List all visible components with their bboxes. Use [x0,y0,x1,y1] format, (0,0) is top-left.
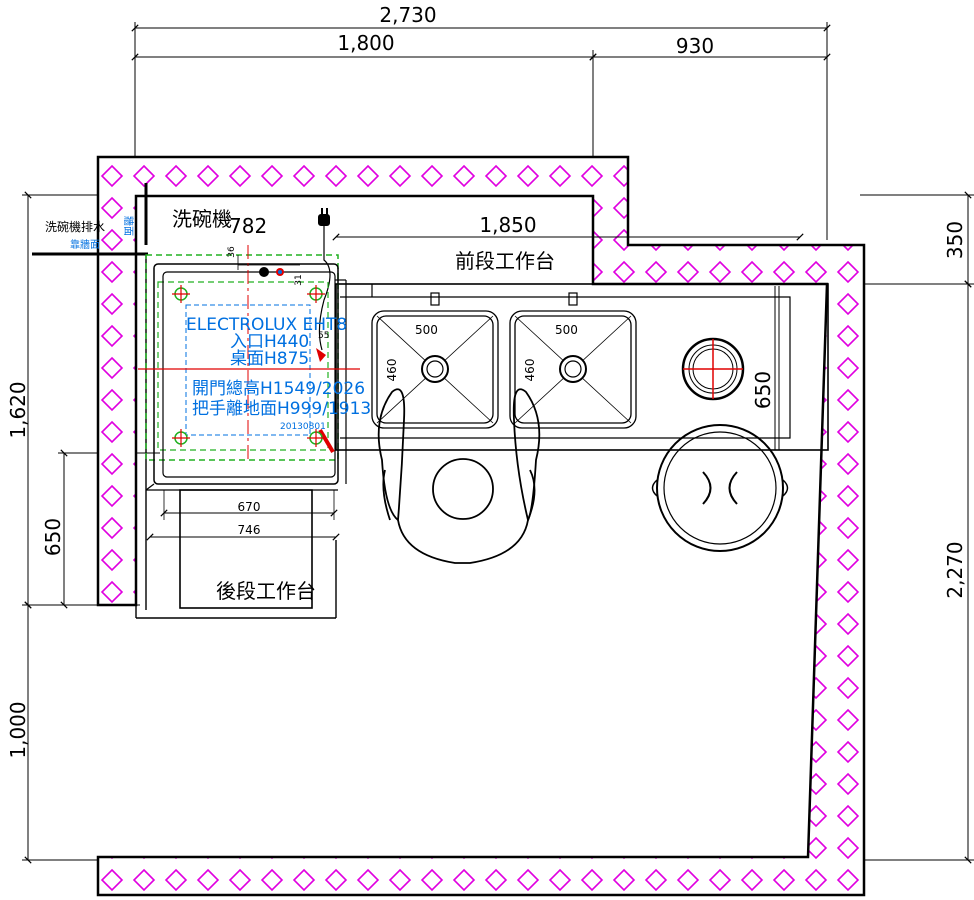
dim-front-table-depth: 650 [751,371,775,409]
dim-right-lower-height: 2,270 [943,541,967,598]
corner-markers [172,285,325,447]
spec-handle-height: 把手離地面H999/1913 [192,399,371,419]
dim-sink1-depth: 460 [385,359,399,382]
spec-door-height: 開門總高H1549/2026 [192,379,365,399]
dim-lower-left-height: 1,000 [6,701,30,758]
dim-left-width: 1,800 [337,31,394,55]
stock-pot-icon [651,424,789,552]
dim-sink2-depth: 460 [523,359,537,382]
wall-note: 牆面 [122,216,135,236]
dim-dishwasher-width: 782 [229,214,267,238]
front-work-table [332,233,829,451]
dim-small-31: 31 [294,274,304,285]
dim-small-36: 36 [227,246,237,258]
dim-back-table-outer: 746 [238,523,261,537]
dim-total-width: 2,730 [379,3,436,27]
dishwasher-unit [138,245,360,491]
dim-small-55: 55 [318,331,329,341]
counter-outline [135,255,337,619]
top-dimensions [131,22,831,240]
sink-1 [371,292,499,429]
front-table-label: 前段工作台 [455,249,555,273]
dim-right-upper-height: 350 [943,221,967,259]
right-dimensions [840,191,974,864]
spec-model: ELECTROLUX EHT8 [186,315,347,335]
back-table-label: 後段工作台 [216,579,316,603]
spec-date: 20130801 [280,422,326,432]
dim-sink2-width: 500 [555,323,578,337]
dim-sink1-width: 500 [415,323,438,337]
left-dimensions [22,191,160,864]
back-work-table [146,489,340,609]
spec-inlet: 入口H440 [230,332,309,352]
water-connection-icon [237,255,326,362]
dim-front-table-width: 1,850 [479,213,536,237]
person-figure-icon [377,388,541,564]
dishwasher-label: 洗碗機 [172,207,232,231]
drain-note-sub: 靠牆面 [70,238,100,251]
spec-table-height: 桌面H875 [230,349,309,369]
dim-right-width: 930 [676,34,714,58]
dim-back-table-inner: 670 [238,500,261,514]
dim-back-table-height: 650 [41,518,65,556]
counter-drain-icon [681,337,745,401]
drain-note: 洗碗機排水 [45,219,105,234]
dim-left-height: 1,620 [6,381,30,438]
